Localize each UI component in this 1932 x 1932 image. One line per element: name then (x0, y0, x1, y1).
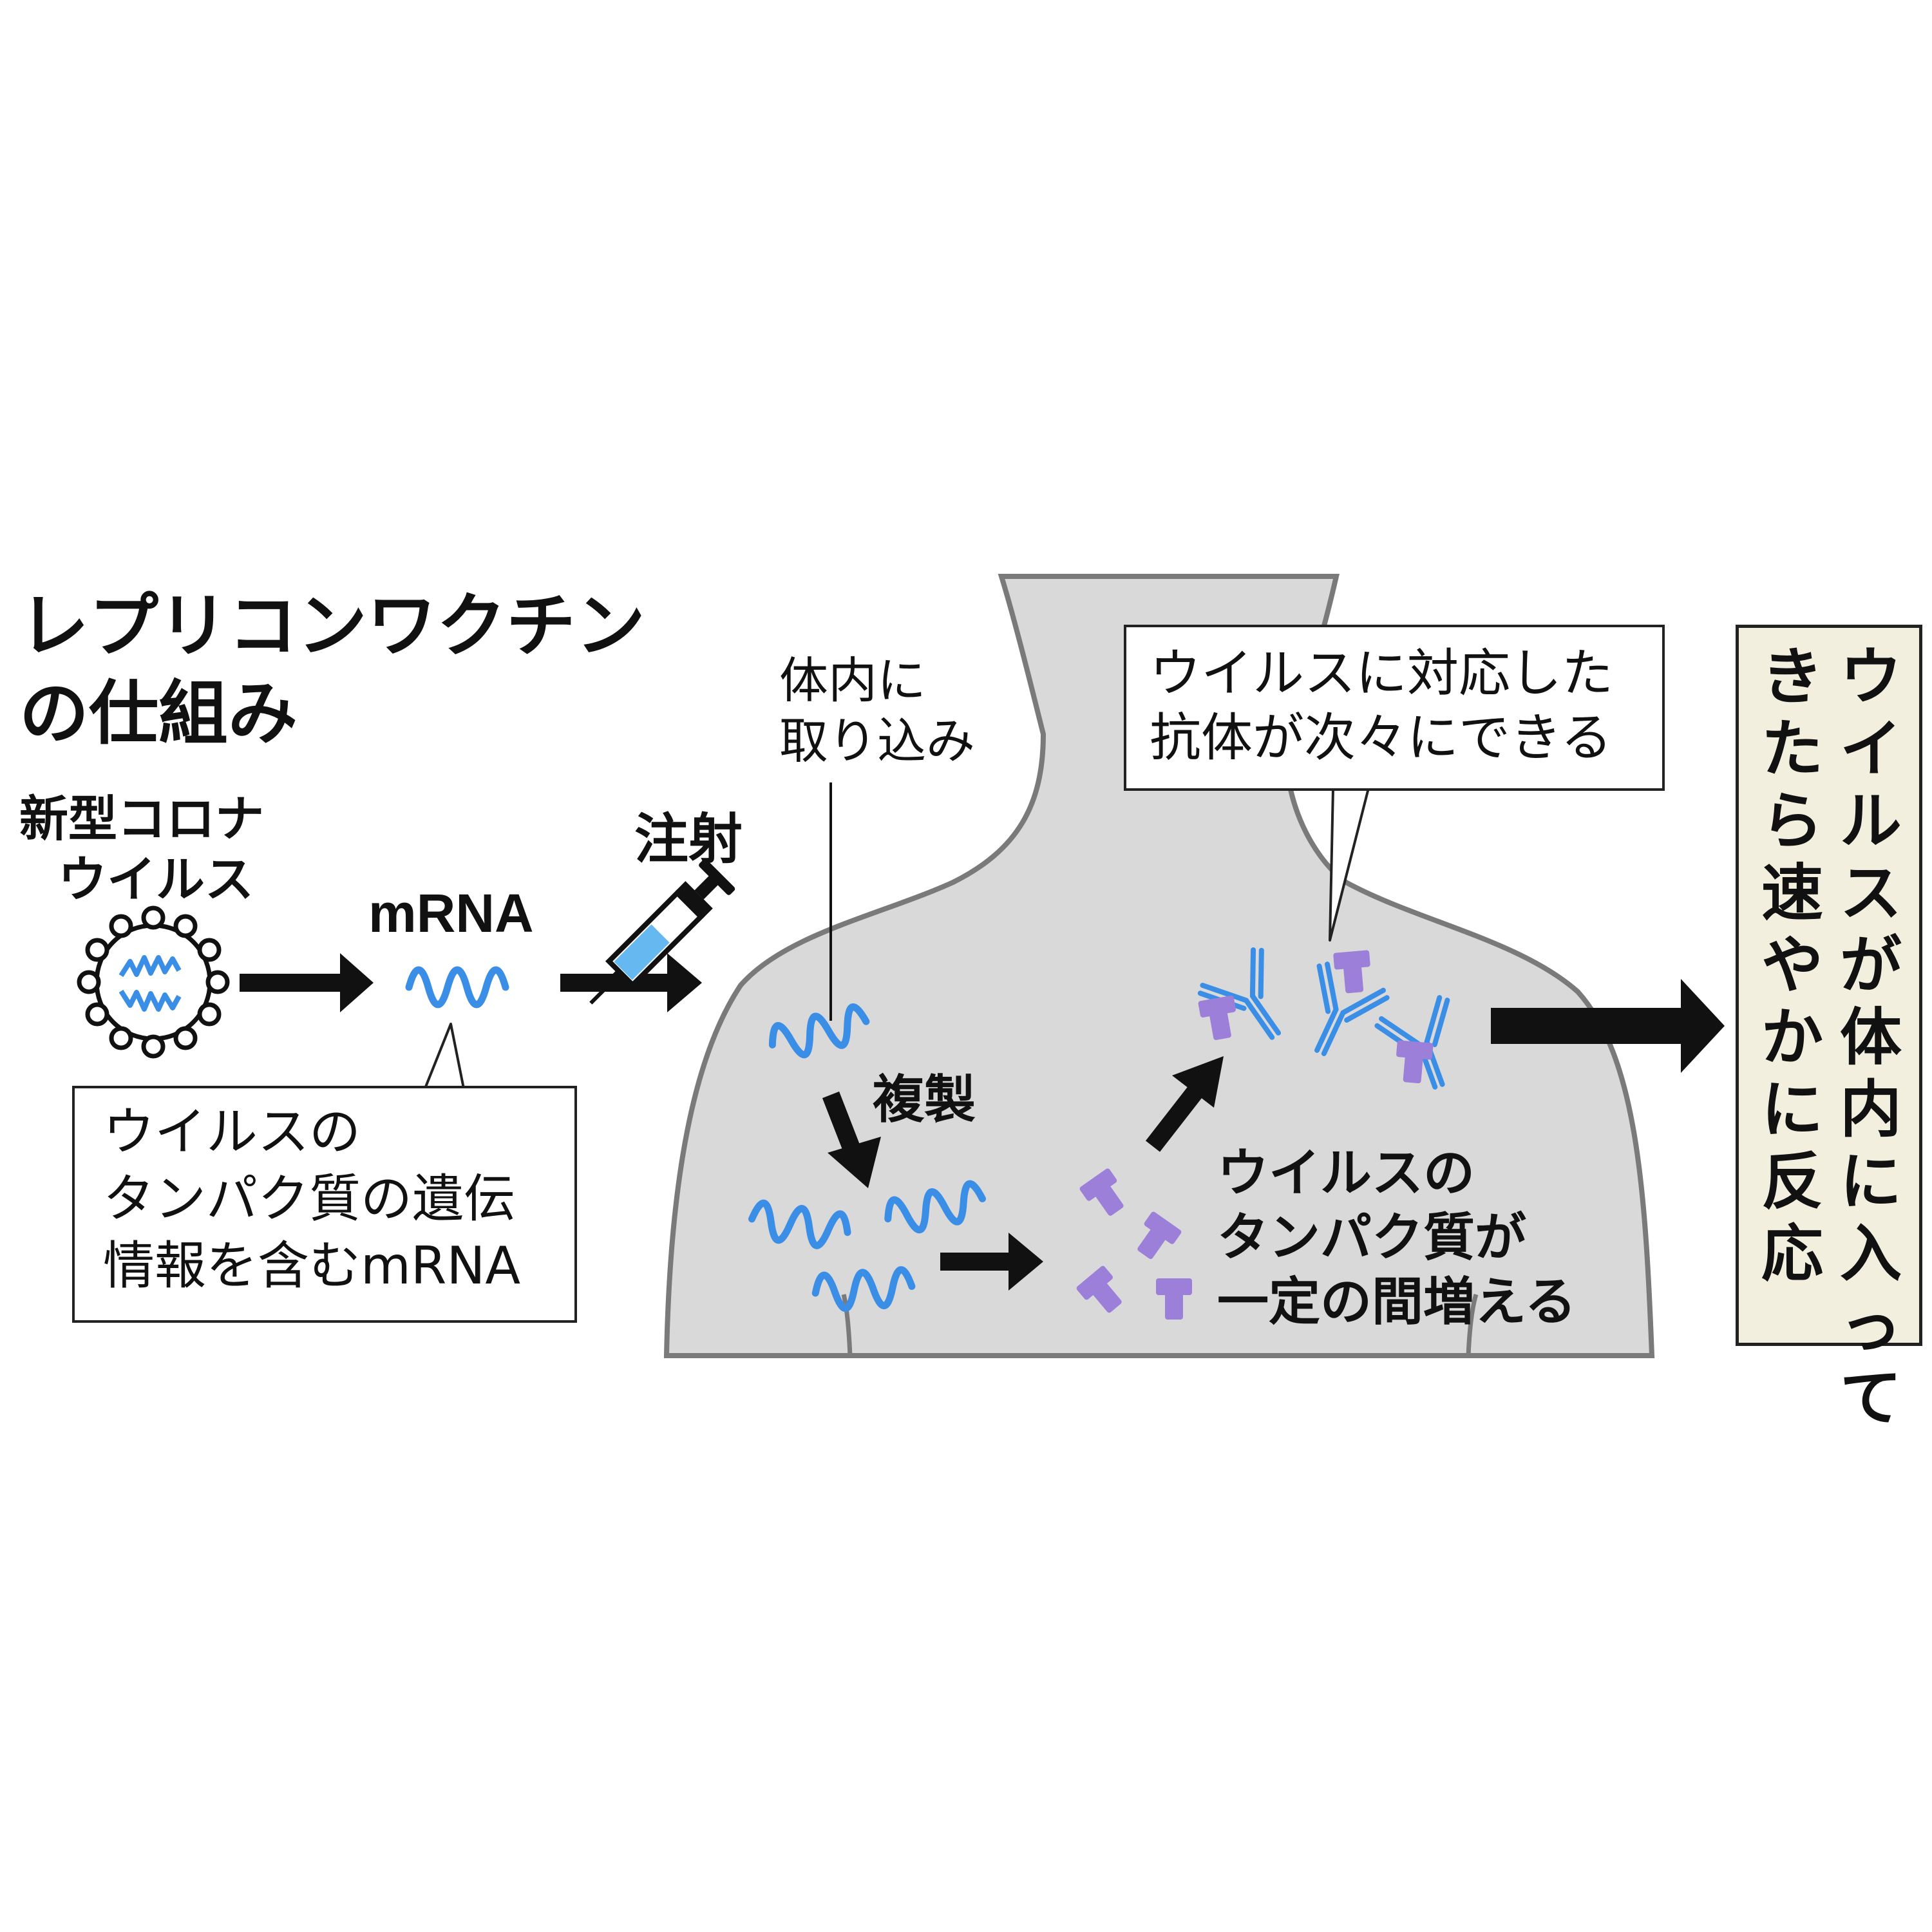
uptake-label: 体内に 取り込み (779, 650, 975, 772)
arm-line-left (841, 1294, 853, 1356)
mrna-strand-icon (409, 970, 506, 1005)
protein-label: ウイルスの タンパク質が 一定の間増える (1217, 1141, 1577, 1334)
arrow-protein-to-antibody (1145, 1056, 1224, 1152)
uptake-label-line-1: 体内に (779, 652, 926, 709)
protein-label-line-1: ウイルスの (1217, 1143, 1475, 1203)
title-line-1: レプリコンワクチン (19, 586, 646, 667)
virus-label-line-2: ウイルス (58, 851, 254, 908)
protein-label-line-2: タンパク質が (1217, 1208, 1526, 1267)
antibody-callout-line-1: ウイルスに対応した (1150, 643, 1613, 703)
arrow-mrna-to-protein (940, 1233, 1043, 1291)
injection-label: 注射 (634, 808, 743, 871)
mrna-label: mRNA (368, 883, 534, 943)
uptake-label-line-2: 取り込み (779, 712, 975, 770)
virus-label: 新型コロナ ウイルス (19, 789, 264, 910)
result-text-column-2: きたら速やかに反応 (1761, 641, 1823, 1290)
result-box: ウイルスが体内に入って きたら速やかに反応 (1736, 625, 1922, 1434)
replicate-label: 複製 (873, 1070, 976, 1130)
title-line-2: の仕組み (19, 674, 298, 754)
antibody-callout-line-2: 抗体が次々にできる (1150, 708, 1613, 768)
arrow-to-result (1491, 979, 1725, 1073)
mrna-callout-line-2: タンパク質の遺伝 (103, 1169, 515, 1229)
virus-label-line-1: 新型コロナ (19, 790, 264, 848)
arm-line-right (1466, 1293, 1479, 1356)
mrna-callout-line-3: 情報を含むmRNA (103, 1236, 521, 1296)
antibody-callout-box: ウイルスに対応した 抗体が次々にできる (1124, 625, 1665, 791)
arrow-replicate (822, 1091, 881, 1188)
diagram-title: レプリコンワクチン の仕組み (19, 583, 645, 758)
protein-label-line-3: 一定の間増える (1217, 1272, 1577, 1332)
mrna-callout-tail (424, 1023, 465, 1090)
syringe-icon (589, 858, 735, 1005)
human-body-silhouette (663, 574, 1655, 1358)
arrow-virus-to-mrna (240, 953, 374, 1012)
mrna-callout-line-1: ウイルスの (103, 1102, 361, 1162)
mrna-callout-box: ウイルスの タンパク質の遺伝 情報を含むmRNA (72, 1086, 577, 1323)
coronavirus-icon (77, 905, 230, 1059)
result-text-column-1: ウイルスが体内に入って (1840, 641, 1902, 1434)
